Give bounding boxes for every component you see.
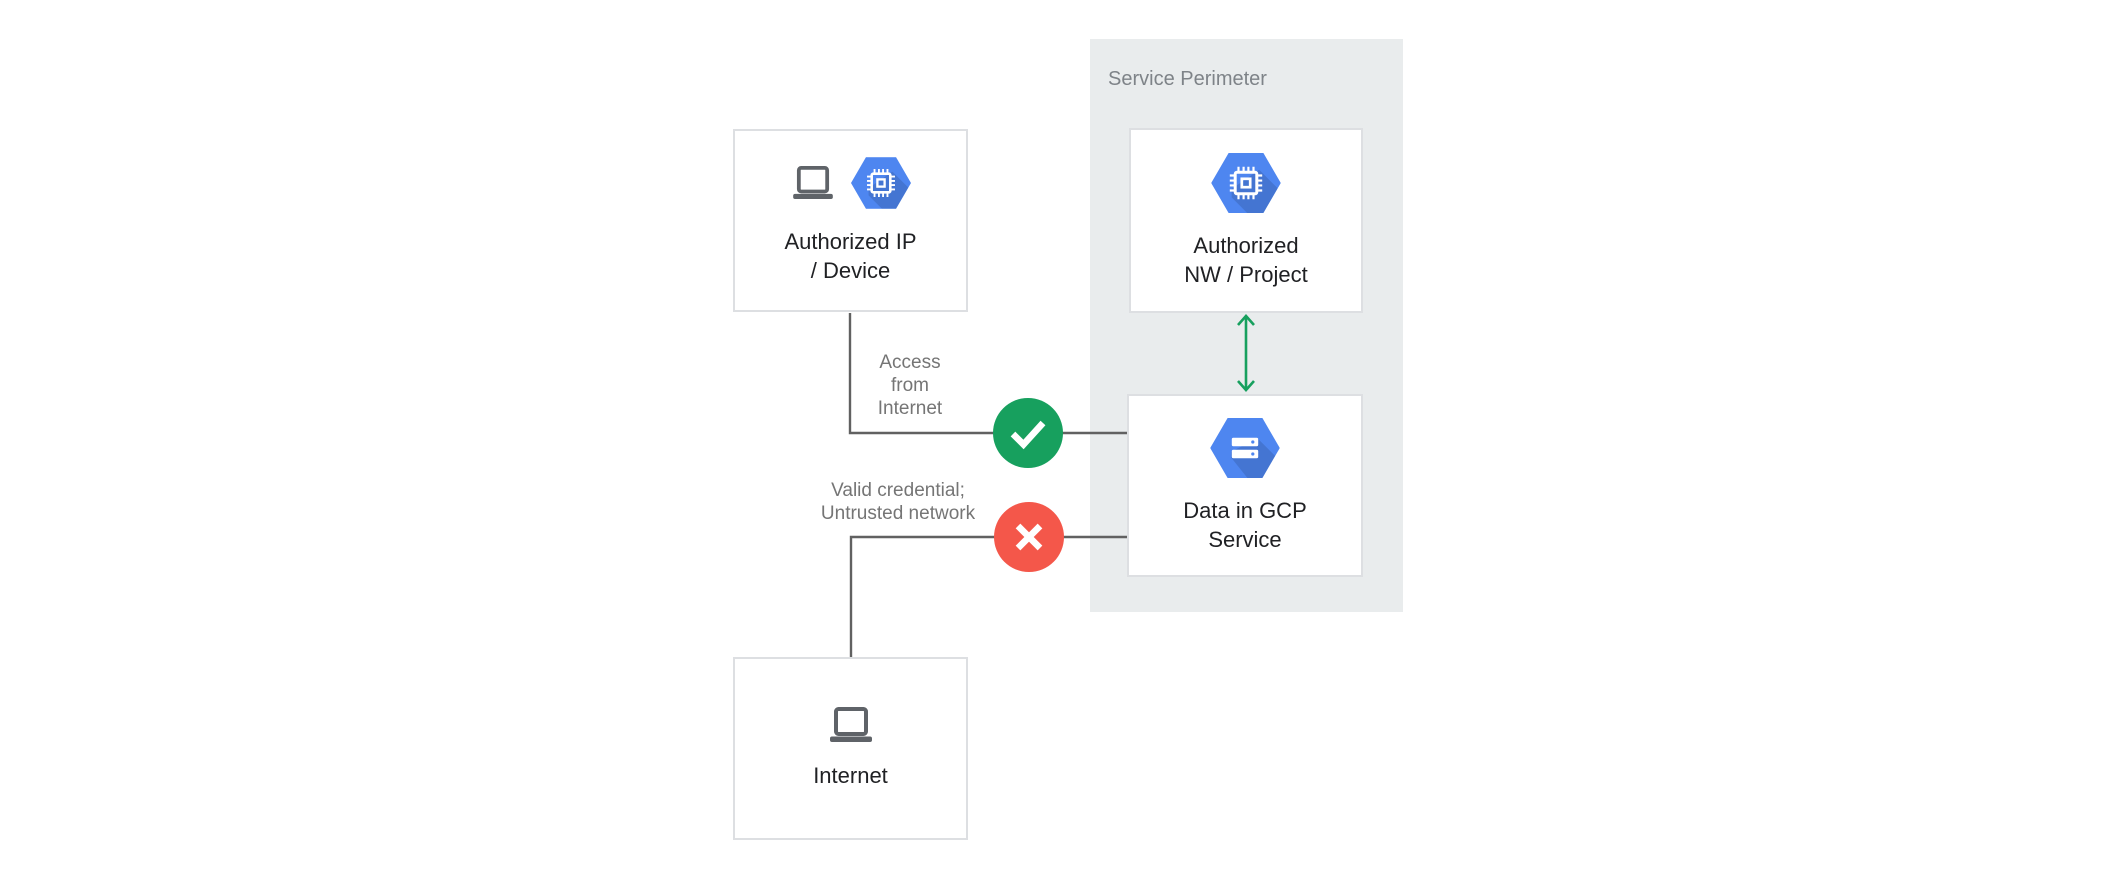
status-badge-allowed: [993, 398, 1063, 468]
laptop-icon: [791, 166, 835, 200]
node-label: Authorized IP / Device: [784, 228, 917, 283]
node-data-in-gcp-service: Data in GCP Service: [1127, 394, 1363, 577]
laptop-icon: [828, 707, 874, 743]
node-label: Data in GCP Service: [1183, 497, 1307, 552]
check-icon: [1010, 420, 1046, 450]
service-perimeter-label: Service Perimeter: [1108, 68, 1267, 90]
edge-label-access-from-internet: Access from Internet: [877, 352, 943, 419]
status-badge-denied: [994, 502, 1064, 572]
node-internet: Internet: [733, 657, 968, 840]
compute-engine-hexagon-icon: [851, 157, 911, 209]
node-icon-group: [791, 157, 911, 209]
node-label: Authorized NW / Project: [1184, 232, 1308, 287]
node-authorized-nw-project: Authorized NW / Project: [1129, 128, 1363, 313]
compute-engine-hexagon-icon: [1211, 153, 1281, 213]
cross-icon: [1015, 523, 1043, 551]
cloud-storage-hexagon-icon: [1210, 418, 1280, 478]
node-authorized-ip-device: Authorized IP / Device: [733, 129, 968, 312]
edge-label-valid-credential-untrusted-network: Valid credential; Untrusted network: [820, 480, 976, 524]
node-label: Internet: [813, 763, 888, 788]
edge-line-internet-to-data: [849, 535, 1127, 657]
